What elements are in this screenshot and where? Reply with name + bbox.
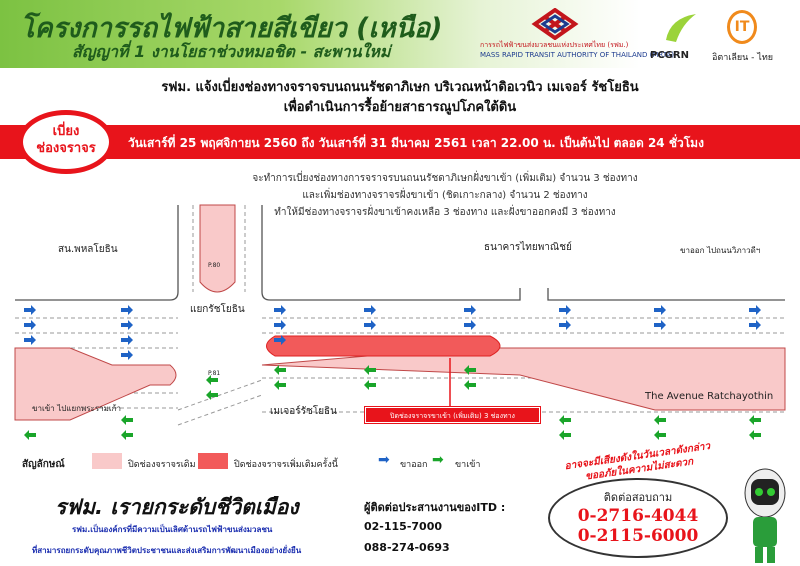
legend-inbound: ขาเข้า bbox=[455, 460, 481, 470]
inbound-arrow-icon bbox=[274, 380, 286, 390]
outbound-arrow-icon bbox=[749, 320, 761, 330]
inbound-arrow-icon bbox=[464, 365, 476, 375]
contact-bubble: ติดต่อสอบถาม 0-2716-4044 0-2115-6000 bbox=[548, 478, 728, 558]
project-subtitle: สัญญาที่ 1 งานโยธาช่วงหมอชิต - สะพานใหม่ bbox=[72, 42, 391, 61]
outbound-arrow-icon bbox=[274, 320, 286, 330]
legend-closed-new: ปิดช่องจราจรเพิ่มเติมครั้งนี้ bbox=[234, 460, 338, 470]
new-closure-area bbox=[266, 335, 501, 357]
outbound-arrow-icon bbox=[464, 320, 476, 330]
inbound-arrow-icon bbox=[654, 415, 666, 425]
outbound-arrow-icon bbox=[121, 320, 133, 330]
outbound-arrow-icon bbox=[121, 350, 133, 360]
inbound-arrow-icon bbox=[464, 380, 476, 390]
inbound-arrow-icon bbox=[121, 430, 133, 440]
outbound-arrow-icon bbox=[749, 305, 761, 315]
legend-outbound: ขาออก bbox=[400, 460, 428, 470]
inbound-arrow-icon bbox=[749, 430, 761, 440]
inbound-arrow-icon bbox=[364, 365, 376, 375]
outbound-arrow-icon bbox=[559, 320, 571, 330]
date-band: วันเสาร์ที่ 25 พฤศจิกายน 2560 ถึง วันเสา… bbox=[0, 125, 800, 159]
contact-phone-1: 02-115-7000 bbox=[364, 520, 443, 533]
description-line3: ทำให้มีช่องทางจราจรฝั่งขาเข้าคงเหลือ 3 ช… bbox=[274, 207, 616, 218]
inbound-arrow-icon bbox=[274, 365, 286, 375]
legend-title: สัญลักษณ์ bbox=[22, 459, 65, 470]
inbound-arrow-icon bbox=[364, 380, 376, 390]
itd-label: อิตาเลียน - ไทย bbox=[712, 53, 774, 63]
road-map bbox=[14, 204, 786, 440]
inbound-arrow-icon bbox=[206, 390, 218, 400]
outbound-arrow-icon bbox=[121, 335, 133, 345]
label-bank: ธนาคารไทยพาณิชย์ bbox=[484, 242, 572, 253]
tagline-2: ที่สามารถยกระดับคุณภาพชีวิตประชาชนและส่ง… bbox=[32, 546, 302, 555]
bubble-phone-2: 0-2115-6000 bbox=[577, 526, 699, 546]
outbound-arrow-icon: ➡ bbox=[378, 452, 390, 468]
description-line2: และเพิ่มช่องทางจราจรฝั่งขาเข้า (ชิดเกาะก… bbox=[302, 190, 588, 201]
mrta-slogan: รฟม. เรายกระดับชีวิตเมือง bbox=[55, 495, 299, 519]
outbound-arrow-icon bbox=[559, 305, 571, 315]
contact-label: ผู้ติดต่อประสานงานของITD : bbox=[364, 501, 506, 514]
mascot-icon bbox=[744, 468, 786, 563]
date-text: วันเสาร์ที่ 25 พฤศจิกายน 2560 ถึง วันเสา… bbox=[128, 136, 704, 150]
legend-swatch-old bbox=[92, 453, 122, 469]
tagline-1: รฟม.เป็นองค์กรที่มีความเป็นเลิศด้านรถไฟฟ… bbox=[72, 525, 273, 534]
announcement-line2: เพื่อดำเนินการรื้อย้ายสาธารณูปโภคใต้ดิน bbox=[283, 100, 517, 115]
announcement-line1: รฟม. แจ้งเบี่ยงช่องทางจราจรบนถนนรัชดาภิเ… bbox=[161, 80, 639, 95]
mrta-name: การรถไฟฟ้าขนส่งมวลชนแห่งประเทศไทย (รฟม.)… bbox=[480, 41, 674, 59]
project-title: โครงการรถไฟฟ้าสายสีเขียว (เหนือ) bbox=[20, 13, 443, 44]
outbound-arrow-icon bbox=[654, 305, 666, 315]
outbound-arrow-icon bbox=[274, 335, 286, 345]
inbound-arrow-icon bbox=[206, 375, 218, 385]
inbound-arrow-icon bbox=[24, 430, 36, 440]
outbound-arrow-icon bbox=[121, 305, 133, 315]
detour-badge: เบี่ยงช่องจราจร bbox=[18, 110, 114, 174]
outbound-arrow-icon bbox=[24, 335, 36, 345]
outbound-arrow-icon bbox=[654, 320, 666, 330]
legend-swatch-new bbox=[198, 453, 228, 469]
label-outbound-note: ขาออก ไปถนนวิภาวดีฯ bbox=[680, 246, 761, 255]
outbound-arrow-icon bbox=[464, 305, 476, 315]
inbound-arrow-icon bbox=[559, 415, 571, 425]
inbound-arrow-icon: ➡ bbox=[432, 452, 444, 468]
label-pier-bottom: P.81 bbox=[208, 370, 221, 377]
outbound-arrow-icon bbox=[24, 320, 36, 330]
contact-phone-2: 088-274-0693 bbox=[364, 541, 450, 554]
inbound-arrow-icon bbox=[559, 430, 571, 440]
pcgrn-logo-icon bbox=[666, 14, 696, 42]
legend-closed-old: ปิดช่องจราจรเดิม bbox=[128, 460, 196, 470]
label-inbound-note: ขาเข้า ไปแยกพระรามเก้า bbox=[32, 404, 121, 413]
inbound-arrow-icon bbox=[654, 430, 666, 440]
outbound-arrow-icon bbox=[364, 320, 376, 330]
bubble-phone-1: 0-2716-4044 bbox=[577, 506, 699, 526]
label-junction: แยกรัชโยธิน bbox=[190, 304, 245, 315]
inbound-arrow-icon bbox=[121, 415, 133, 425]
outbound-arrow-icon bbox=[274, 305, 286, 315]
inbound-arrow-icon bbox=[749, 415, 761, 425]
outbound-arrow-icon bbox=[364, 305, 376, 315]
pcgrn-label: PCGRN bbox=[650, 50, 689, 61]
itd-logo-icon: IT bbox=[727, 10, 757, 44]
description-line1: จะทำการเบี่ยงช่องทางการจราจรบนถนนรัชดาภิ… bbox=[252, 173, 638, 184]
closure-callout: ปิดช่องจราจรขาเข้า (เพิ่มเติม) 3 ช่องทาง bbox=[365, 407, 540, 423]
outbound-arrow-icon bbox=[24, 305, 36, 315]
label-school: สน.พหลโยธิน bbox=[58, 244, 118, 255]
label-avenue: The Avenue Ratchayothin bbox=[645, 391, 774, 402]
header-banner: โครงการรถไฟฟ้าสายสีเขียว (เหนือ) สัญญาที… bbox=[0, 0, 800, 68]
label-major: เมเจอร์รัชโยธิน bbox=[270, 406, 337, 417]
mrta-logo-icon bbox=[531, 8, 579, 40]
label-pier-top: P.80 bbox=[208, 262, 221, 269]
